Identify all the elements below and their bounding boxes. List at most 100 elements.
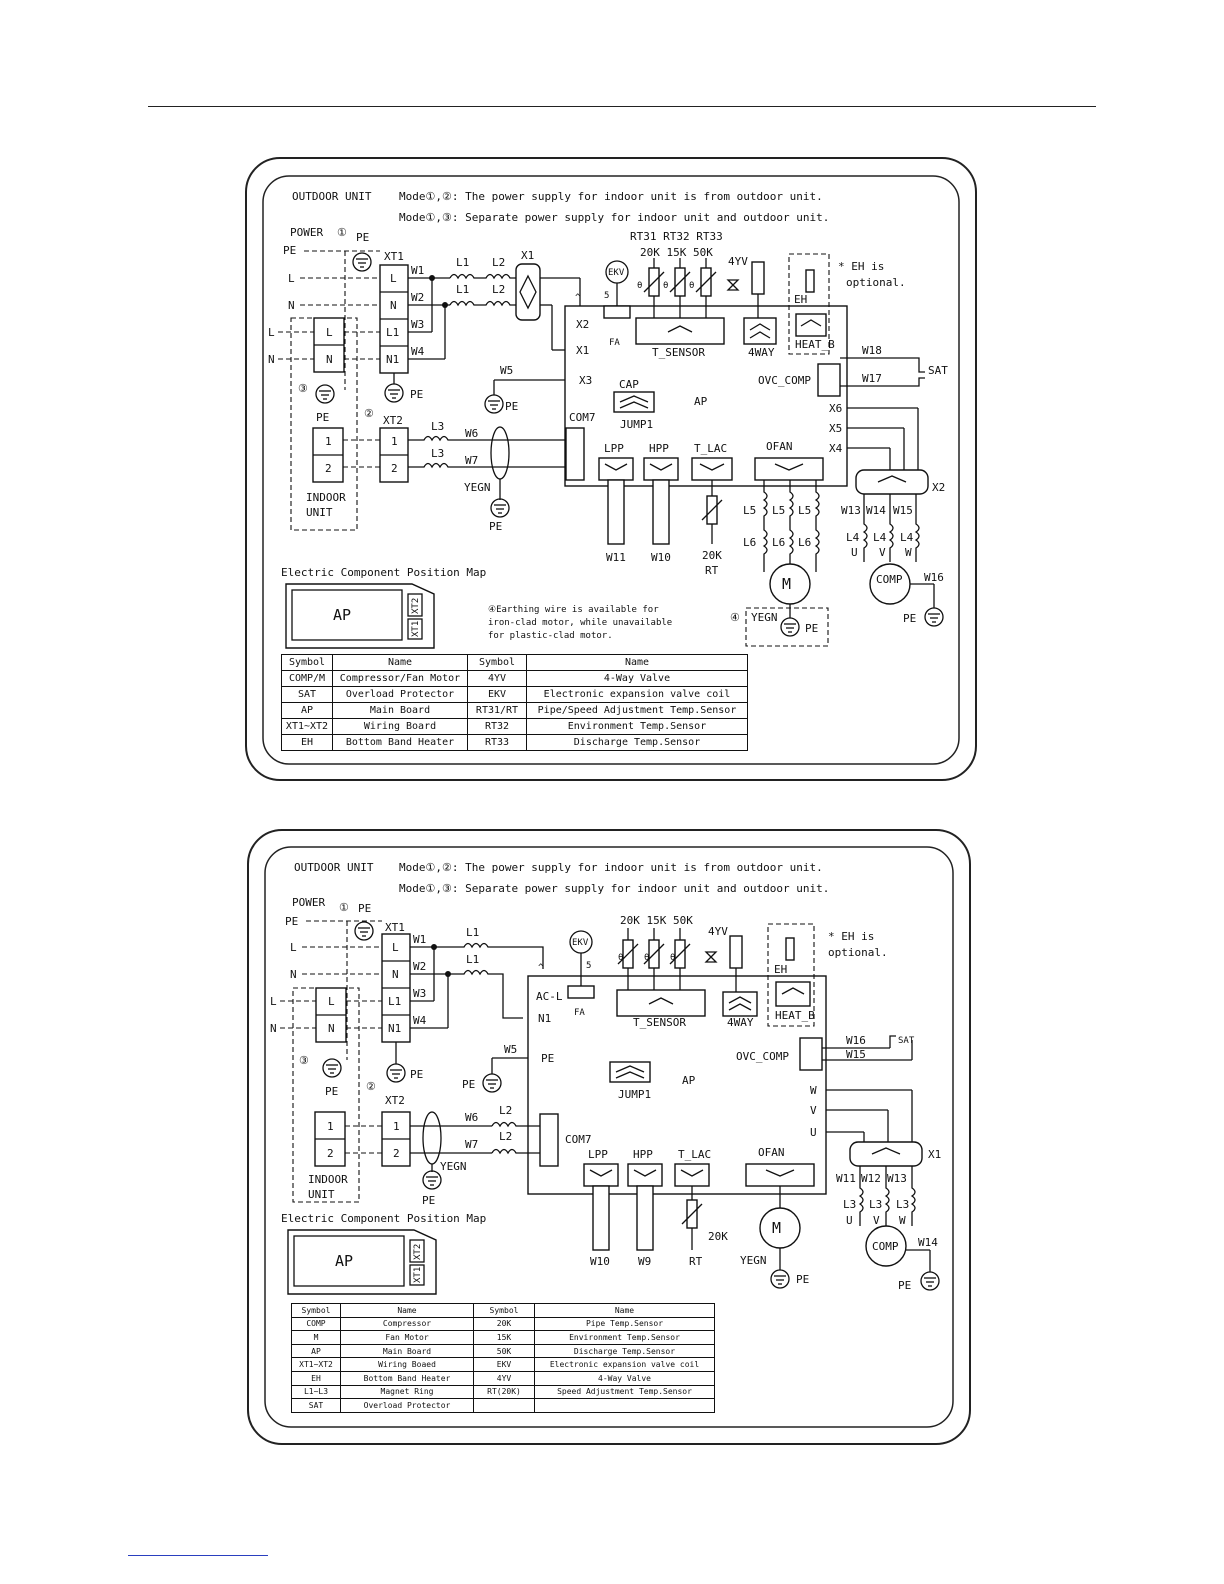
wire-label: W2: [413, 960, 426, 973]
terminal-block-xt2: [379, 427, 409, 483]
ovc-comp-label: OVC_COMP: [736, 1050, 789, 1063]
mode-line-1: Mode①,②: The power supply for indoor uni…: [399, 861, 823, 874]
table-header: Name: [332, 654, 468, 671]
map-xt1-label: XT1: [413, 1267, 423, 1283]
position-map-box: [285, 583, 435, 649]
ground-icon: [770, 1269, 790, 1289]
coil-label: L2: [492, 283, 505, 296]
map-xt1-label: XT1: [411, 621, 421, 637]
table-cell: 50K: [473, 1343, 535, 1359]
coil-label: L6: [743, 536, 756, 549]
inductor-icon: [814, 480, 820, 572]
wire-label: W13: [887, 1172, 907, 1185]
table-cell: SAT: [291, 1398, 341, 1413]
neutral-label: N: [290, 968, 297, 981]
table-cell: EKV: [467, 686, 527, 703]
wiring-diagram-1: OUTDOOR UNIT Mode①,②: The power supply f…: [0, 0, 1224, 790]
yegn-label: YEGN: [440, 1160, 467, 1173]
pe-label: PE: [410, 388, 423, 401]
table-cell: Electronic expansion valve coil: [534, 1357, 715, 1372]
valve-coil-icon: [751, 261, 765, 295]
hpp-switch: [636, 1185, 654, 1251]
wire-label: W18: [862, 344, 882, 357]
wire-label: W5: [500, 364, 513, 377]
phase-terminal: V: [810, 1104, 817, 1117]
wire-label: W16: [846, 1034, 866, 1047]
table-cell: Overload Protector: [332, 686, 468, 703]
eh-note: * EH is: [838, 260, 884, 273]
thermistor-icon: [643, 267, 717, 297]
table-cell: RT(20K): [473, 1384, 535, 1400]
bridge-rectifier-icon: [515, 263, 541, 321]
table-cell: Environment Temp.Sensor: [534, 1330, 715, 1345]
eh-optional-box: [788, 253, 830, 355]
wire-label: W11: [606, 551, 626, 564]
t-sensor-label: T_SENSOR: [652, 346, 705, 359]
ground-icon: [352, 252, 372, 272]
phase-label: V: [879, 546, 886, 559]
ground-icon: [484, 394, 504, 414]
connector-icon: [598, 457, 824, 481]
mode-line-1: Mode①,②: The power supply for indoor uni…: [399, 190, 823, 203]
ground-icon: [780, 617, 800, 637]
diagram-1-inner-frame: [262, 175, 960, 765]
theta-label: θ: [670, 953, 675, 963]
eh-label: EH: [794, 293, 807, 306]
ekv-label: EKV: [608, 268, 625, 278]
table-header: Symbol: [473, 1303, 535, 1318]
table-cell: [473, 1398, 535, 1413]
motor-earth-box: [745, 607, 829, 647]
sat-switch-icon: [889, 1035, 913, 1060]
table-row: COMP/M Compressor/Fan Motor 4YV 4-Way Va…: [281, 670, 748, 687]
connector-arrow-icon: ^: [538, 963, 544, 973]
wire-label: W7: [465, 454, 478, 467]
wiring-diagram-2-drawing: OUTDOOR UNIT Mode①,②: The power supply f…: [247, 829, 971, 1445]
neutral-label: N: [268, 353, 275, 366]
wire-label: W13: [841, 504, 861, 517]
coil-label: L5: [743, 504, 756, 517]
table-cell: Overload Protector: [340, 1398, 474, 1413]
hpp-switch: [652, 479, 670, 545]
theta-label: θ: [689, 281, 694, 291]
coil-label: L1: [456, 283, 469, 296]
xt1-terminal: N1: [388, 1022, 401, 1035]
indoor-terminal: N: [328, 1022, 335, 1035]
ac-l-label: AC-L: [536, 990, 563, 1003]
xt2-label: XT2: [385, 1094, 405, 1107]
inductor-icon: [458, 969, 523, 1019]
table-cell: XT1~XT2: [291, 1357, 341, 1372]
table-header: Name: [534, 1303, 715, 1318]
coil-label: L4: [846, 531, 860, 544]
indoor-terminal: 2: [327, 1147, 334, 1160]
diagram-2-inner-frame: [264, 846, 954, 1428]
table-cell: COMP/M: [281, 670, 333, 687]
table-cell: Fan Motor: [340, 1330, 474, 1345]
pe-label: PE: [903, 612, 916, 625]
ground-icon: [924, 607, 944, 627]
position-map-title: Electric Component Position Map: [281, 566, 486, 579]
ap-label: AP: [694, 395, 708, 408]
pe-label: PE: [283, 244, 296, 257]
rt-label: RT: [705, 564, 719, 577]
rt-value: 20K: [702, 549, 722, 562]
ground-icon: [490, 498, 510, 518]
indoor-unit-label: INDOOR: [306, 491, 346, 504]
mode-marker-3: ③: [299, 1054, 309, 1067]
xt2-terminal: 1: [393, 1120, 400, 1133]
table-row: EH Bottom Band Heater RT33 Discharge Tem…: [281, 734, 748, 751]
table-row: SAT Overload Protector: [291, 1398, 715, 1413]
coil-label: L1: [466, 953, 479, 966]
table-cell: EKV: [473, 1357, 535, 1372]
magnet-ring-icon: [490, 426, 510, 480]
table-cell: Electronic expansion valve coil: [526, 686, 748, 703]
xt2-terminal: 2: [391, 462, 398, 475]
coil-label: L1: [466, 926, 479, 939]
ap-label: AP: [682, 1074, 696, 1087]
com7-label: COM7: [565, 1133, 592, 1146]
com7-connector: [539, 1113, 559, 1167]
pe-label: PE: [796, 1273, 809, 1286]
com7-label: COM7: [569, 411, 596, 424]
table-cell: Bottom Band Heater: [332, 734, 468, 751]
theta-label: θ: [644, 953, 649, 963]
coil-label: L2: [499, 1130, 512, 1143]
